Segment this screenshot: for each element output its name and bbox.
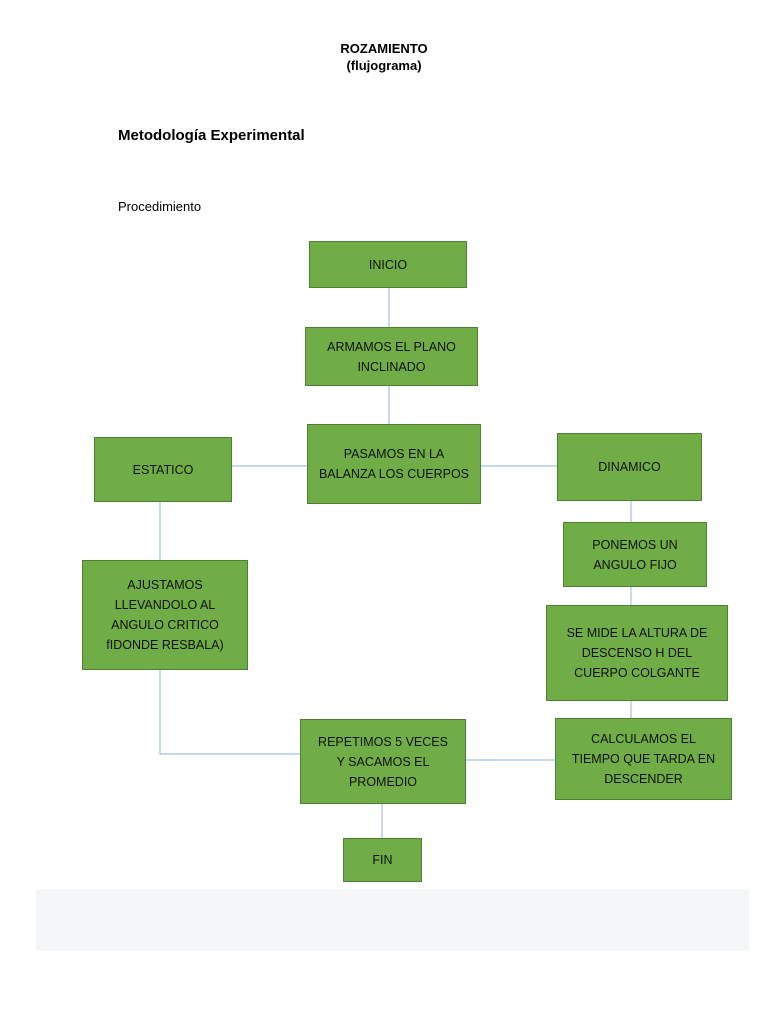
node-ajustamos: AJUSTAMOS LLEVANDOLO AL ANGULO CRITICO f… [82, 560, 248, 670]
node-fin: FIN [343, 838, 422, 882]
title-line-1: ROZAMIENTO [340, 41, 428, 56]
node-armamos: ARMAMOS EL PLANO INCLINADO [305, 327, 478, 386]
node-inicio: INICIO [309, 241, 467, 288]
node-dinamico: DINAMICO [557, 433, 702, 501]
connector-ajustamos-repetimos [159, 670, 300, 755]
node-estatico: ESTATICO [94, 437, 232, 502]
section-subheading: Procedimiento [118, 199, 202, 214]
title-line-2: (flujograma) [346, 58, 422, 73]
node-pasamos: PASAMOS EN LA BALANZA LOS CUERPOS [307, 424, 481, 504]
node-ponemos: PONEMOS UN ANGULO FIJO [563, 522, 707, 587]
node-calculamos: CALCULAMOS EL TIEMPO QUE TARDA EN DESCEN… [555, 718, 732, 800]
page-title: ROZAMIENTO (flujograma) [0, 40, 768, 74]
section-heading: Metodología Experimental [118, 127, 305, 144]
node-repetimos: REPETIMOS 5 VECES Y SACAMOS EL PROMEDIO [300, 719, 466, 804]
node-se-mide: SE MIDE LA ALTURA DE DESCENSO H DEL CUER… [546, 605, 728, 701]
footer-band [36, 889, 749, 951]
